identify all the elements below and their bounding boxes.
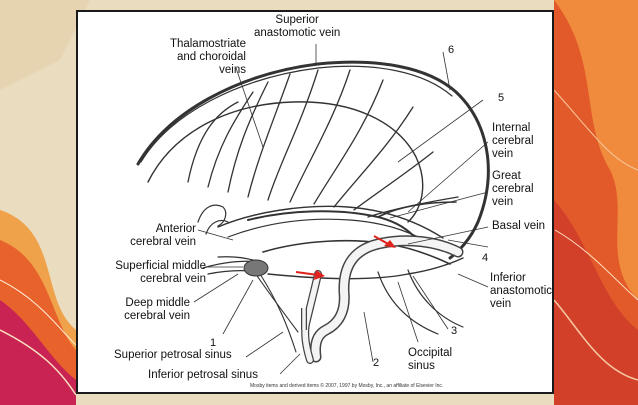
label-anterior-cerebral-vein: Anterior cerebral vein [130,223,196,248]
label-superior-petrosal-sinus: Superior petrosal sinus [114,349,232,361]
label-internal-cerebral-vein: Internal cerebral vein [492,122,534,160]
number-3: 3 [451,325,458,337]
inferior-anastomotic-vein [267,257,464,280]
label-thalamostriate-veins: Thalamostriate and choroidal veins [169,38,246,76]
great-cerebral-vein [377,201,457,218]
label-inferior-anastomotic-vein: Inferior anastomotic vein [490,272,553,310]
cerebral-veins-diagram [136,44,490,375]
number-6: 6 [448,44,455,56]
label-superficial-middle-cerebral-vein: Superficial middle cerebral vein [115,260,206,285]
superior-sagittal-sinus [136,60,490,260]
brain-outline [147,101,424,223]
label-inferior-petrosal-sinus: Inferior petrosal sinus [148,369,258,381]
number-2: 2 [373,357,380,369]
cavernous-sinus [243,259,269,277]
number-1: 1 [210,337,217,349]
label-deep-middle-cerebral-vein: Deep middle cerebral vein [124,297,190,322]
red-arrows [295,235,396,280]
diagram-frame: Superior anastomotic vein Thalamostriate… [76,10,554,394]
label-basal-vein: Basal vein [492,220,546,232]
label-superior-anastomotic-vein: Superior anastomotic vein [254,14,341,39]
internal-cerebral-vein [247,210,419,241]
label-occipital-sinus: Occipital sinus [408,347,453,372]
copyright-credit: Mosby items and derived items © 2007, 19… [250,383,444,389]
red-arrow-lower [295,271,319,276]
number-5: 5 [498,92,505,104]
number-4: 4 [482,252,489,264]
label-great-cerebral-vein: Great cerebral vein [492,170,534,208]
